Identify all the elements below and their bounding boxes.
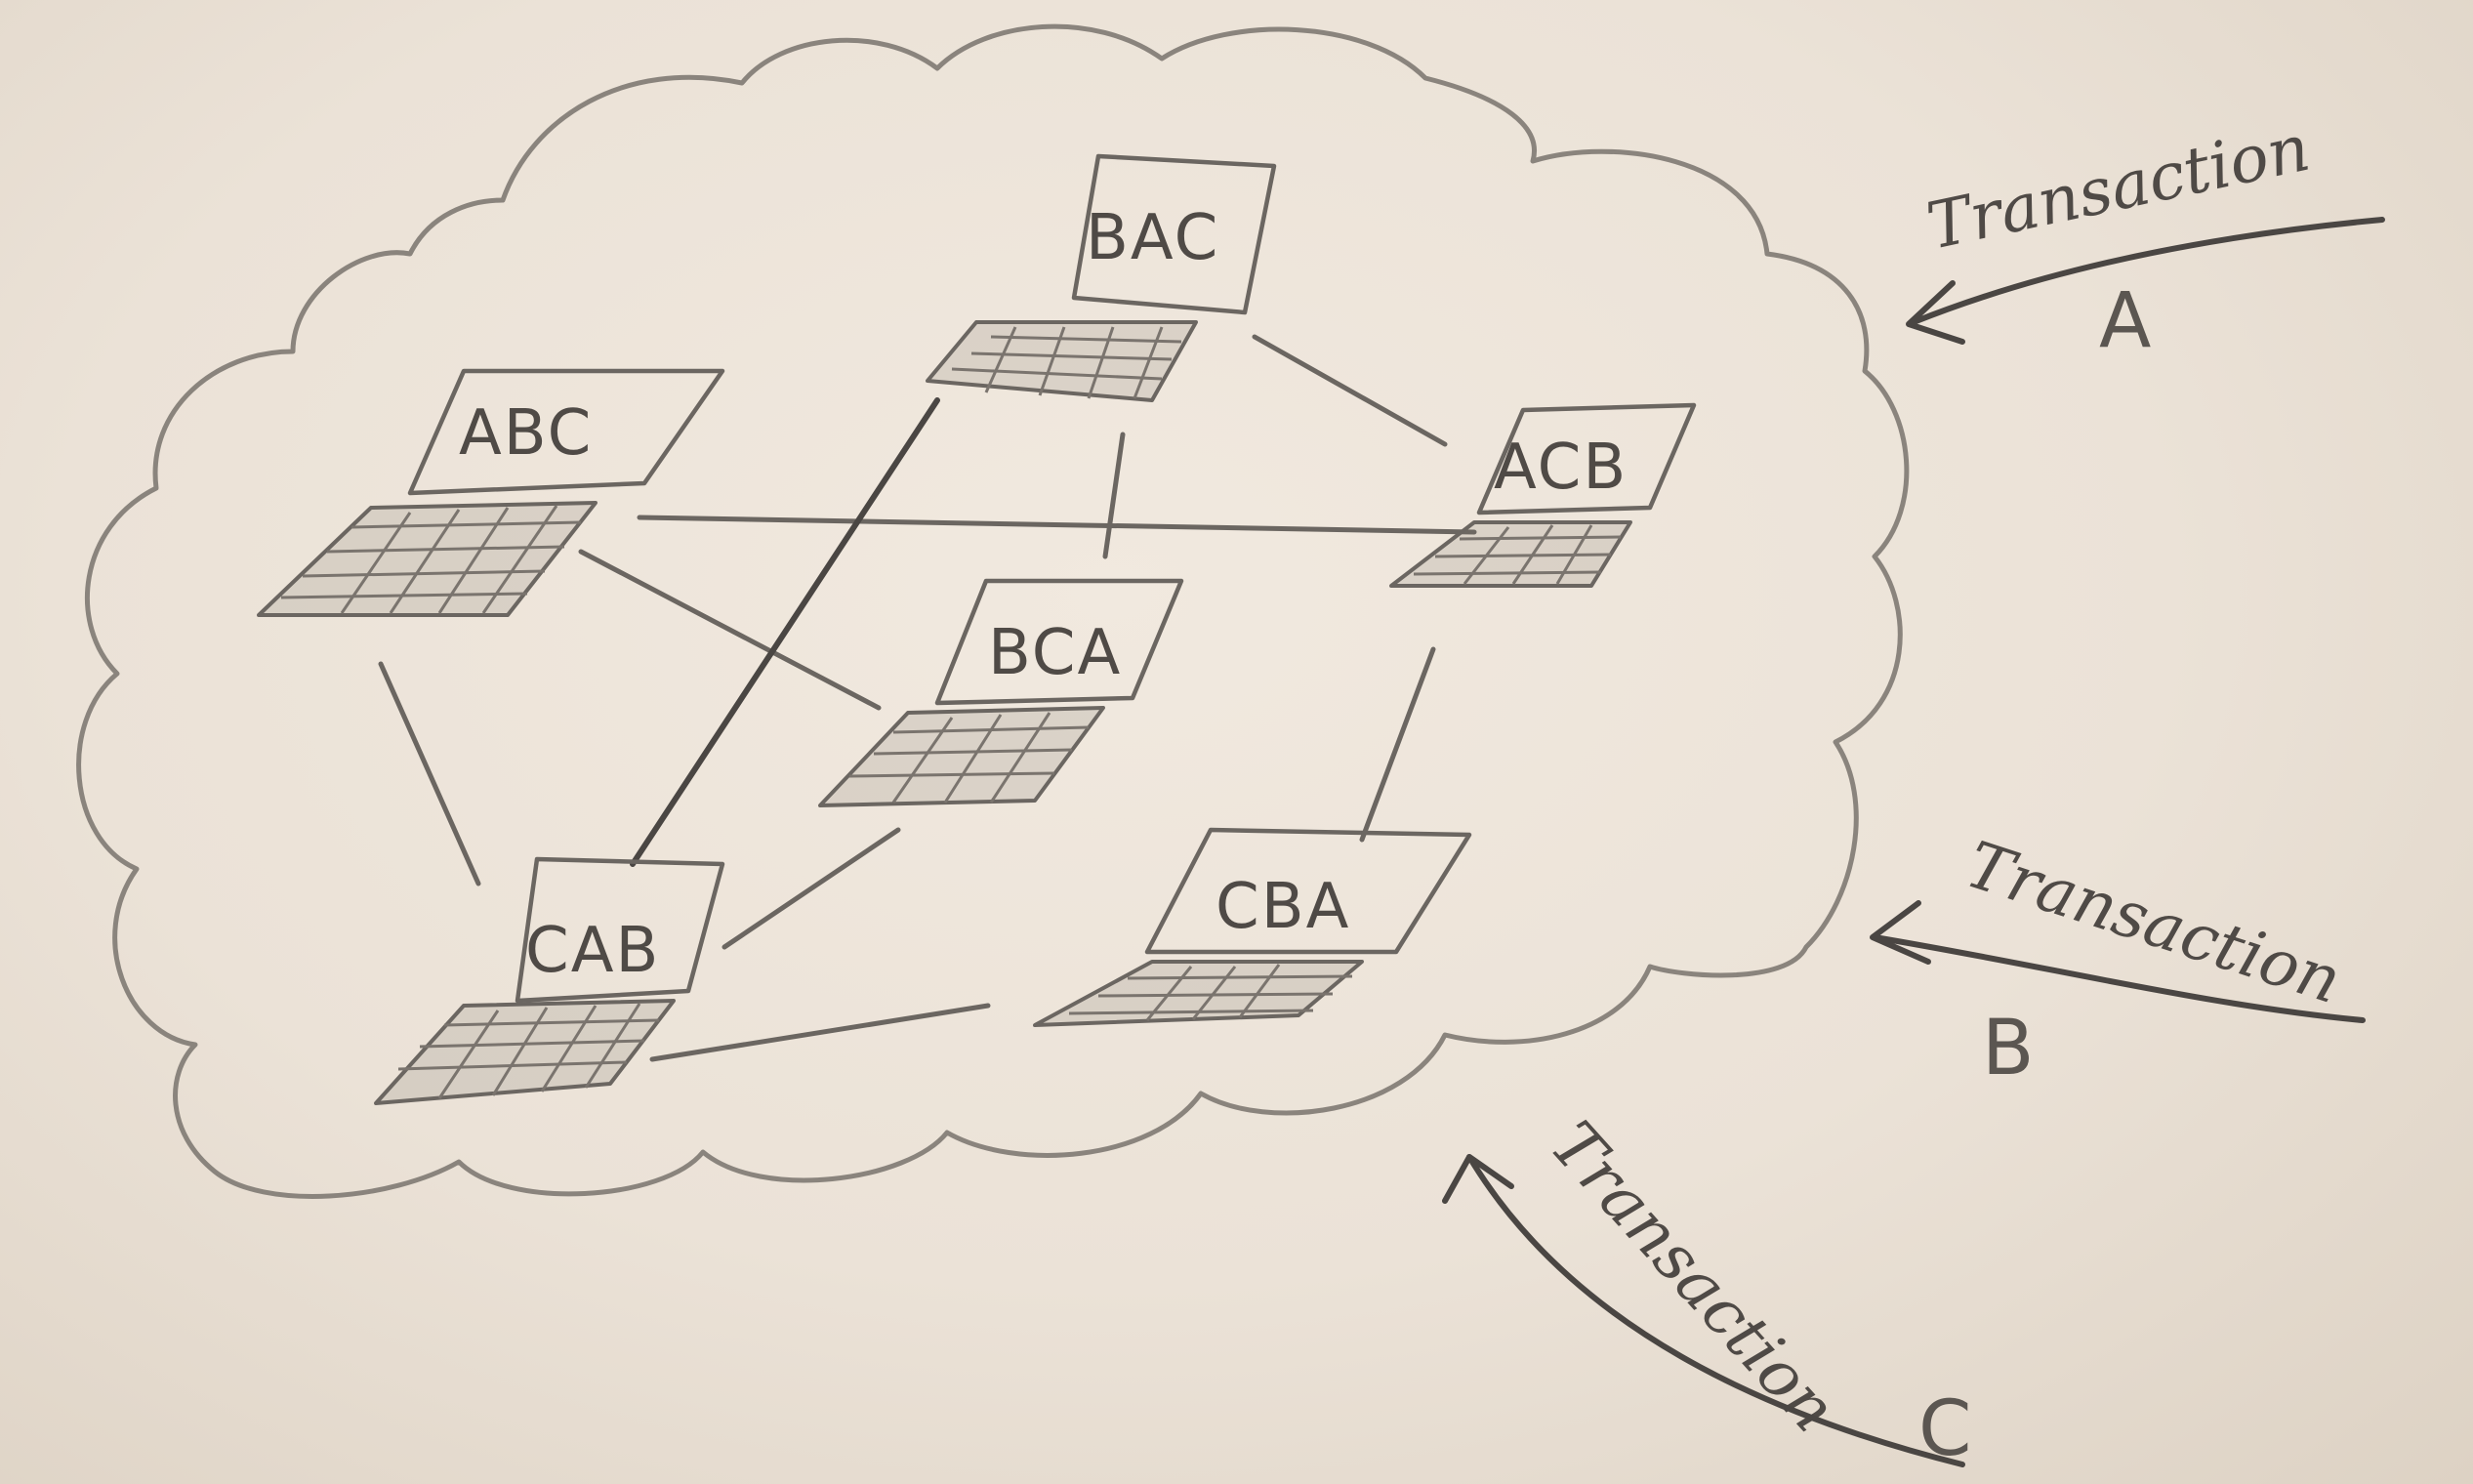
node-label-cba: CBA xyxy=(1216,871,1350,943)
transaction-a-arrow xyxy=(1911,217,2385,325)
transaction-a-letter: A xyxy=(2099,277,2151,365)
transaction-c-letter: C xyxy=(1918,1385,1971,1473)
transaction-c-arrow xyxy=(1466,1154,1965,1467)
node-label-acb: ACB xyxy=(1494,432,1628,504)
link-abc-cab xyxy=(378,661,481,886)
transaction-a-arrowhead-icon xyxy=(1906,280,1965,345)
link-bac-bca xyxy=(1102,432,1126,559)
laptop-bca: BCA xyxy=(818,578,1184,807)
laptop-bac: BAC xyxy=(926,153,1277,402)
link-abc-bca xyxy=(578,549,882,711)
node-label-bac: BAC xyxy=(1086,202,1219,274)
link-bac-cab xyxy=(630,397,940,867)
laptop-acb: ACB xyxy=(1389,402,1697,588)
node-label-cab: CAB xyxy=(525,915,660,987)
transaction-b-arrow xyxy=(1872,934,2366,1023)
connections xyxy=(378,334,1477,1062)
link-bac-acb xyxy=(1252,334,1448,447)
transaction-c: Transaction C xyxy=(1442,1107,1971,1473)
transaction-b-letter: B xyxy=(1982,1005,2035,1092)
network-cloud xyxy=(76,23,1910,1199)
laptop-cab: CAB xyxy=(374,856,725,1105)
transaction-c-arrowhead-icon xyxy=(1442,1154,1514,1204)
link-bca-cab xyxy=(721,827,901,950)
transaction-a: Transaction A xyxy=(1906,110,2385,365)
transaction-c-word: Transaction xyxy=(1536,1107,1851,1446)
link-acb-cba xyxy=(1359,646,1436,843)
laptop-cba: CBA xyxy=(1033,827,1472,1027)
node-label-abc: ABC xyxy=(459,397,593,470)
transaction-b: Transaction B xyxy=(1870,827,2366,1092)
node-label-bca: BCA xyxy=(988,617,1122,689)
transaction-b-arrowhead-icon xyxy=(1870,900,1931,965)
transaction-a-word: Transaction xyxy=(1920,110,2316,265)
laptop-abc: ABC xyxy=(257,368,725,617)
link-cab-cba xyxy=(649,1003,991,1062)
link-abc-acb xyxy=(637,515,1477,535)
